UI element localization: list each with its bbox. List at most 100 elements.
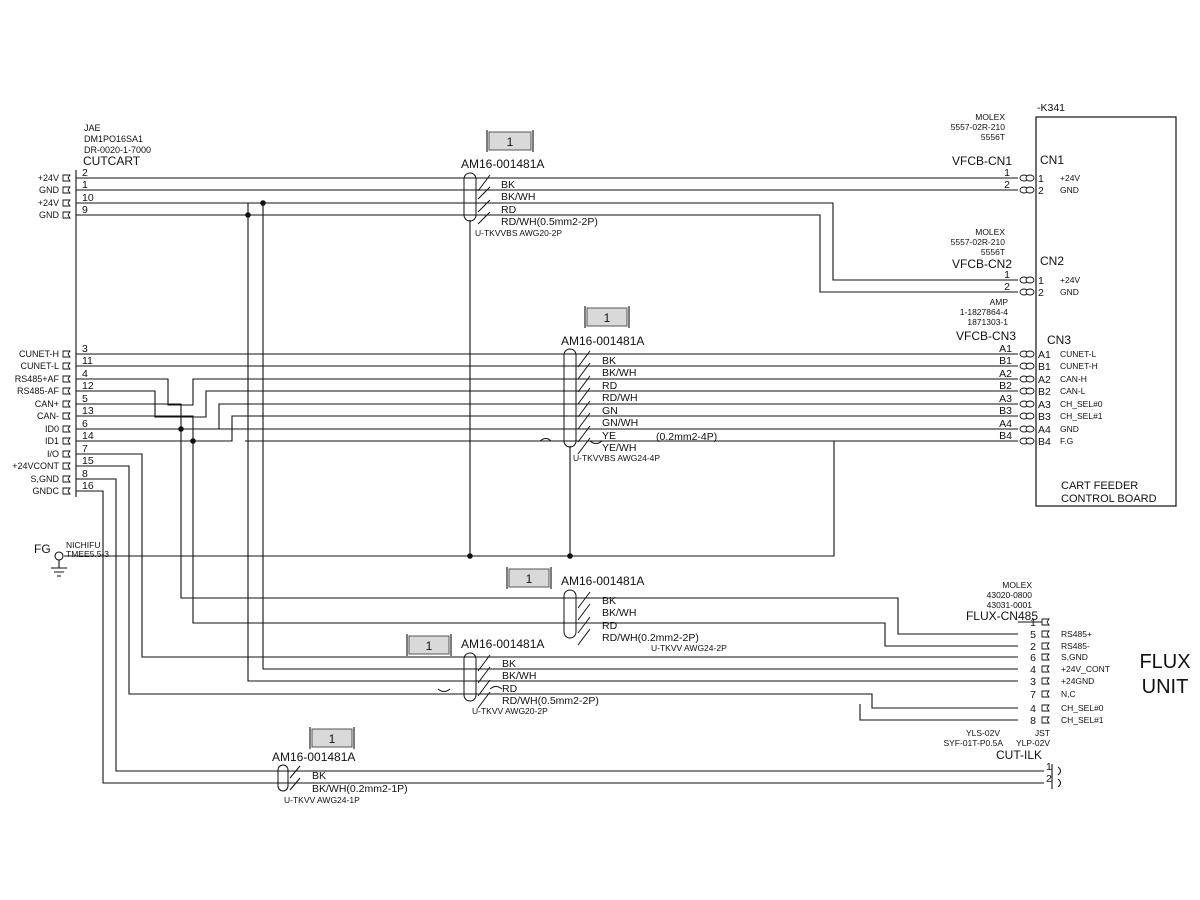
cn3-signal-label: CH_SEL#0	[1060, 399, 1103, 409]
flux-pin-number: 5	[1030, 629, 1036, 641]
cable-3: 1 AM16-001481A BK BK/WH RD RD/WH(0.2mm2-…	[506, 567, 727, 653]
cable-spec: U-TKVVBS AWG24-4P	[573, 453, 660, 463]
cutcart-signal-label: CUNET-L	[20, 361, 59, 371]
flux-pin-icon	[1041, 665, 1050, 673]
cutcart-pin-number: 11	[82, 355, 93, 367]
cable-tag: 1	[329, 732, 336, 746]
cable-part: AM16-001481A	[461, 157, 544, 171]
cable-wire: RD/WH	[602, 392, 638, 404]
cable-2: 1 AM16-001481A BK BK/WH RD RD/WH GN GN/W…	[539, 306, 717, 463]
cutcart-signal-label: CAN+	[35, 399, 59, 409]
cable-wire: BK	[312, 770, 326, 782]
cn2-pin-icon	[1025, 276, 1035, 284]
wire-tap-gnd-main	[247, 203, 1018, 682]
cable-tag-bracket	[406, 634, 452, 656]
cable-tag: 1	[604, 311, 611, 325]
cutcart-signal-label: +24VCONT	[12, 461, 59, 471]
flux-pin-icon	[1041, 704, 1050, 712]
cutilk-pin-number: 1	[1046, 761, 1052, 773]
cutcart-pin-icon	[62, 487, 71, 495]
cn1-plug-pin: 1	[1004, 167, 1010, 179]
cn3-pin-icon	[1025, 437, 1035, 445]
cable-twist-icon	[437, 686, 503, 692]
cn3-pin-icon	[1025, 425, 1035, 433]
wire-id0	[76, 403, 1018, 430]
junction-dot	[245, 212, 251, 218]
flux-pin-icon	[1041, 653, 1050, 661]
cn3-pin-icon	[1025, 400, 1035, 408]
cutcart-signal-label: GND	[39, 210, 60, 220]
cable-tag-box	[488, 131, 532, 151]
cn3-plug-pin: A2	[999, 368, 1012, 380]
cutcart-pin-number: 3	[82, 343, 88, 355]
cutcart-pin-icon	[62, 425, 71, 433]
cutilk-pin-list: 12	[1046, 761, 1062, 788]
cutcart-pin-number: 2	[82, 167, 88, 179]
cn3-pin-icon	[1025, 387, 1035, 395]
cutilk-name: CUT-ILK	[996, 748, 1042, 762]
junction-dot	[260, 200, 266, 206]
cn2-plug-pin: 1	[1004, 269, 1010, 281]
cutcart-signal-label: GNDC	[33, 486, 60, 496]
wire-cn2-24v	[76, 202, 1018, 281]
board-title-line2: CONTROL BOARD	[1061, 493, 1157, 505]
flux-signal-label: N,C	[1061, 689, 1076, 699]
cable-shield-icon	[277, 764, 289, 792]
cable-5: 1 AM16-001481A BK BK/WH(0.2mm2-1P) U-TKV…	[272, 727, 408, 805]
cable-wire: BK	[501, 179, 515, 191]
wire-layer	[51, 177, 1044, 784]
cable-tag-bracket	[486, 130, 534, 152]
cutcart-connector: JAE DM1PO16SA1 DR-0020-1-7000 CUTCART +2…	[12, 123, 151, 497]
cable-shield-icon	[463, 652, 477, 702]
flux-signal-label: CH_SEL#1	[1061, 715, 1104, 725]
cutcart-pin-number: 8	[82, 468, 88, 480]
flux-pin-number: 2	[1030, 641, 1036, 653]
cutilk-pin-number: 2	[1046, 773, 1052, 785]
fg-group: FG NICHIFU TMEE5.5-3	[34, 540, 109, 559]
cutilk-part1: YLS-02V	[966, 728, 1000, 738]
flux-signal-label: RS485+	[1061, 629, 1092, 639]
cable-tag: 1	[526, 572, 533, 586]
cn3-plug-pin: B4	[999, 430, 1012, 442]
cn1-board-pin: 1	[1038, 173, 1044, 185]
cn3-name: VFCB-CN3	[956, 329, 1016, 343]
wire-slash-icon	[577, 350, 591, 455]
cn3-plug-pin: B1	[999, 355, 1012, 367]
flux-pin-number: 1	[1030, 617, 1036, 629]
flux-signal-label: RS485-	[1061, 641, 1090, 651]
cn2-pin-icon	[1025, 288, 1035, 296]
cable-shield-icon	[563, 589, 577, 639]
cn3-plug-pin: A3	[999, 393, 1012, 405]
wire-slash-icon	[477, 654, 491, 709]
cable-tag-box	[508, 568, 550, 588]
flux-signal-label: S,GND	[1061, 652, 1088, 662]
flux-unit-line2: UNIT	[1142, 676, 1189, 698]
flux-pin-icon	[1041, 630, 1050, 638]
cn3-plug-pin: A4	[999, 418, 1012, 430]
cable-wire: RD	[502, 683, 518, 695]
cn3-board-pin: B2	[1038, 386, 1051, 398]
cart-feeder-control-board: -K341 CART FEEDER CONTROL BOARD MOLEX 55…	[951, 102, 1177, 507]
flux-mfr: MOLEX	[1002, 580, 1032, 590]
cutcart-signal-label: CAN-	[37, 411, 59, 421]
flux-unit-line1: FLUX	[1139, 651, 1190, 673]
board-ref: -K341	[1037, 102, 1065, 114]
cutcart-pin-icon	[62, 199, 71, 207]
wire-slash-icon	[477, 174, 491, 225]
cutcart-pin-number: 5	[82, 393, 88, 405]
cable-wire: YE/WH	[602, 442, 636, 454]
cn2-board-pin: 1	[1038, 275, 1044, 287]
cutcart-mfr: JAE	[84, 123, 101, 133]
cn3-board-name: CN3	[1047, 333, 1071, 347]
cutcart-signal-label: CUNET-H	[19, 349, 59, 359]
fg-terminal-icon	[54, 551, 64, 561]
flux-pin-number: 4	[1030, 703, 1036, 715]
cutcart-pin-number: 12	[82, 380, 94, 392]
cable-wire: BK/WH	[602, 607, 636, 619]
cn3-pin-icon	[1025, 350, 1035, 358]
cn3-board-pin: B3	[1038, 411, 1051, 423]
cable-wire: BK/WH	[501, 191, 535, 203]
flux-signal-label: +24V_CONT	[1061, 664, 1110, 674]
